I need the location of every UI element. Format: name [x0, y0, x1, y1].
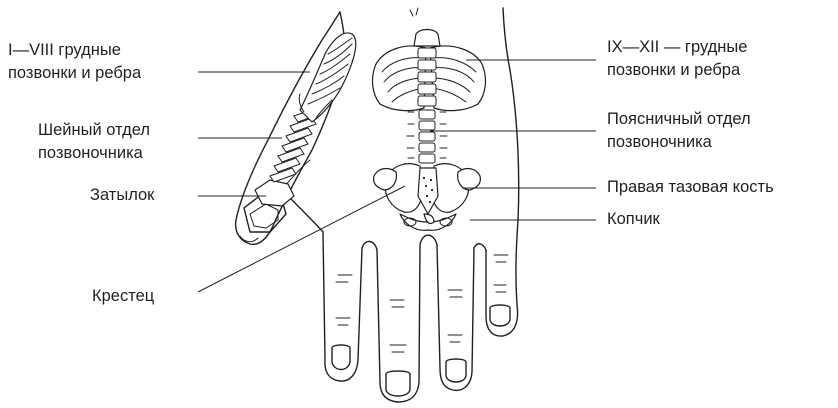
- leader-sacrum: [198, 186, 405, 292]
- label-lumbar-line1: Поясничный отдел: [607, 108, 751, 131]
- label-thoracic-9-12: IX—XII — грудные позвонки и ребра: [607, 36, 747, 82]
- label-sacrum: Крестец: [92, 285, 154, 308]
- thumb-spine-illustration: [255, 33, 356, 206]
- label-coccyx: Копчик: [607, 208, 660, 231]
- label-thoracic-9-12-line1: IX—XII — грудные: [607, 36, 747, 59]
- label-right-pelvic-line1: Правая тазовая кость: [607, 176, 774, 199]
- label-thoracic-9-12-line2: позвонки и ребра: [607, 59, 747, 82]
- label-cervical-line1: Шейный отдел: [38, 119, 150, 142]
- label-sacrum-line1: Крестец: [92, 285, 154, 308]
- label-thoracic-1-8-line1: I—VIII грудные: [8, 39, 141, 62]
- label-lumbar: Поясничный отдел позвоночника: [607, 108, 751, 154]
- label-thoracic-1-8-line2: позвонки и ребра: [8, 62, 141, 85]
- label-coccyx-line1: Копчик: [607, 208, 660, 231]
- label-occiput: Затылок: [90, 184, 154, 207]
- label-lumbar-line2: позвоночника: [607, 131, 751, 154]
- label-thoracic-1-8: I—VIII грудные позвонки и ребра: [8, 39, 141, 85]
- label-occiput-line1: Затылок: [90, 184, 154, 207]
- label-cervical-line2: позвоночника: [38, 142, 150, 165]
- label-cervical: Шейный отдел позвоночника: [38, 119, 150, 165]
- label-right-pelvic: Правая тазовая кость: [607, 176, 774, 199]
